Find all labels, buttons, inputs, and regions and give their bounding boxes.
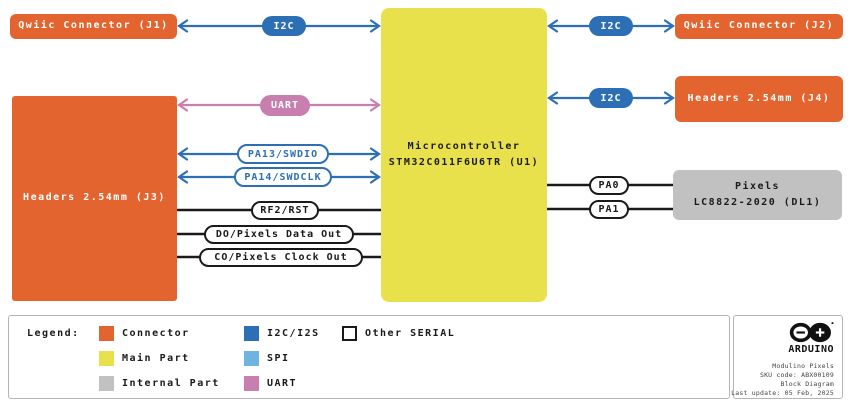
bus-label-i2c-j2: I2C	[589, 16, 633, 36]
spi-color-swatch	[244, 351, 259, 366]
legend-item-other-serial: Other SERIAL	[342, 326, 455, 341]
legend-item-i2c-i2s: I2C/I2S	[244, 326, 320, 341]
legend-column-buses: I2C/I2S SPI UART	[244, 326, 320, 401]
connector-color-swatch	[99, 326, 114, 341]
legend-item-label: UART	[267, 378, 298, 389]
block-label: Headers 2.54mm (J3)	[23, 192, 166, 204]
block-label: Headers 2.54mm (J4)	[687, 92, 831, 104]
legend-item-uart: UART	[244, 376, 320, 391]
footer-sku-code: SKU code: ABX00109	[759, 371, 834, 379]
bus-label-i2c-j1: I2C	[262, 16, 306, 36]
other-serial-color-swatch	[342, 326, 357, 341]
bus-label-swdclk: PA14/SWDCLK	[234, 167, 332, 187]
legend-item-label: I2C/I2S	[267, 328, 320, 339]
bus-label-pa1: PA1	[589, 200, 629, 219]
block-qwiic-connector-j1: Qwiic Connector (J1)	[10, 14, 177, 39]
bus-label-uart: UART	[260, 95, 310, 116]
internal-part-color-swatch	[99, 376, 114, 391]
block-label: Qwiic Connector (J1)	[18, 20, 169, 32]
legend-item-internal-part: Internal Part	[99, 376, 220, 391]
block-headers-j3: Headers 2.54mm (J3)	[12, 96, 177, 301]
legend-item-label: Internal Part	[122, 378, 220, 389]
footer-info: Modulino Pixels SKU code: ABX00109 Block…	[731, 362, 834, 398]
bus-label-pa0: PA0	[589, 176, 629, 195]
legend-title: Legend:	[27, 328, 80, 339]
bus-label-swdio: PA13/SWDIO	[237, 144, 329, 164]
block-label: Qwiic Connector (J2)	[683, 20, 835, 32]
footer-product-name: Modulino Pixels	[772, 362, 834, 370]
block-label-line2: STM32C011F6U6TR (U1)	[388, 157, 540, 168]
bus-label-i2c-j4: I2C	[589, 88, 633, 108]
bus-label-reset: RF2/RST	[251, 201, 319, 220]
block-label-line1: Microcontroller	[407, 140, 521, 152]
legend-item-label: Connector	[122, 328, 190, 339]
uart-color-swatch	[244, 376, 259, 391]
arduino-wordmark: ARDUINO	[788, 344, 834, 355]
block-microcontroller-u1: Microcontroller STM32C011F6U6TR (U1)	[381, 8, 547, 302]
block-qwiic-connector-j2: Qwiic Connector (J2)	[675, 14, 843, 39]
footer-last-update: Last update: 05 Feb, 2025	[731, 389, 834, 397]
bus-label-pixels-clock-out: CO/Pixels Clock Out	[199, 248, 363, 267]
legend-column-other: Other SERIAL	[342, 326, 455, 351]
legend-item-label: SPI	[267, 353, 290, 364]
i2c-color-swatch	[244, 326, 259, 341]
arduino-logo-icon	[789, 322, 834, 343]
legend-item-spi: SPI	[244, 351, 320, 366]
footer-panel: ARDUINO Modulino Pixels SKU code: ABX001…	[731, 315, 843, 399]
block-label-line1: Pixels	[734, 180, 781, 192]
main-part-color-swatch	[99, 351, 114, 366]
legend-column-parts: Connector Main Part Internal Part	[99, 326, 220, 401]
legend-item-label: Other SERIAL	[365, 328, 456, 339]
block-pixels-dl1: Pixels LC8822-2020 (DL1)	[673, 170, 842, 220]
legend-item-label: Main Part	[122, 353, 190, 364]
legend-item-connector: Connector	[99, 326, 220, 341]
legend-panel: Legend: Connector Main Part Internal Par…	[8, 315, 730, 399]
legend-item-main-part: Main Part	[99, 351, 220, 366]
bus-label-pixels-data-out: DO/Pixels Data Out	[204, 225, 354, 244]
block-label-line2: LC8822-2020 (DL1)	[693, 197, 822, 208]
block-headers-j4: Headers 2.54mm (J4)	[675, 76, 843, 122]
footer-doc-type: Block Diagram	[780, 380, 834, 388]
